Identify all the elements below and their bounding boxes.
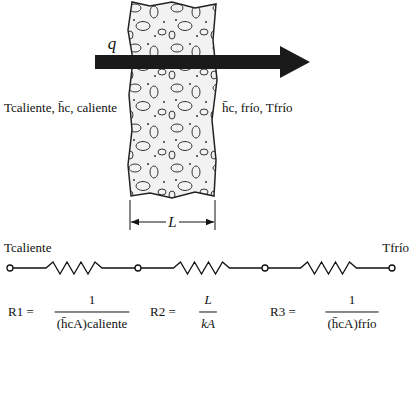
thickness-label: L bbox=[166, 214, 178, 231]
resistor-symbol bbox=[13, 262, 135, 274]
resistance-name: R2 = bbox=[148, 305, 178, 319]
circuit-node bbox=[262, 265, 268, 271]
circuit-node bbox=[389, 265, 395, 271]
fraction-numerator: L bbox=[202, 293, 213, 307]
fraction-numerator: 1 bbox=[347, 293, 358, 307]
dimension-extension bbox=[215, 200, 216, 230]
cold-side-conditions: h̄c, frío, Tfrío bbox=[220, 101, 295, 115]
wall-outline bbox=[128, 2, 217, 198]
resistor-symbol bbox=[141, 262, 262, 274]
fraction-bar bbox=[55, 311, 130, 312]
concrete-texture bbox=[120, 0, 225, 205]
resistor-symbol bbox=[268, 262, 389, 274]
circuit-node bbox=[135, 265, 141, 271]
dimension-extension bbox=[130, 200, 131, 230]
resistance-name: R3 = bbox=[268, 305, 298, 319]
circuit-node bbox=[7, 265, 13, 271]
thermal-circuit bbox=[7, 262, 395, 312]
resistance-name: R1 = bbox=[6, 305, 36, 319]
heat-flow-arrow bbox=[95, 46, 310, 78]
hot-side-conditions: Tcaliente, h̄c, caliente bbox=[2, 101, 119, 115]
fraction-numerator: 1 bbox=[87, 293, 98, 307]
node-label: Tcaliente bbox=[2, 241, 53, 255]
fraction-denominator: (h̄cA)frío bbox=[325, 317, 378, 331]
fraction-denominator: (h̄cA)caliente bbox=[55, 317, 130, 331]
fraction-bar bbox=[199, 311, 217, 312]
fraction-bar bbox=[325, 311, 378, 312]
heat-symbol: q bbox=[106, 35, 119, 54]
node-label: Tfrío bbox=[380, 241, 411, 255]
fraction-denominator: kA bbox=[199, 317, 217, 331]
